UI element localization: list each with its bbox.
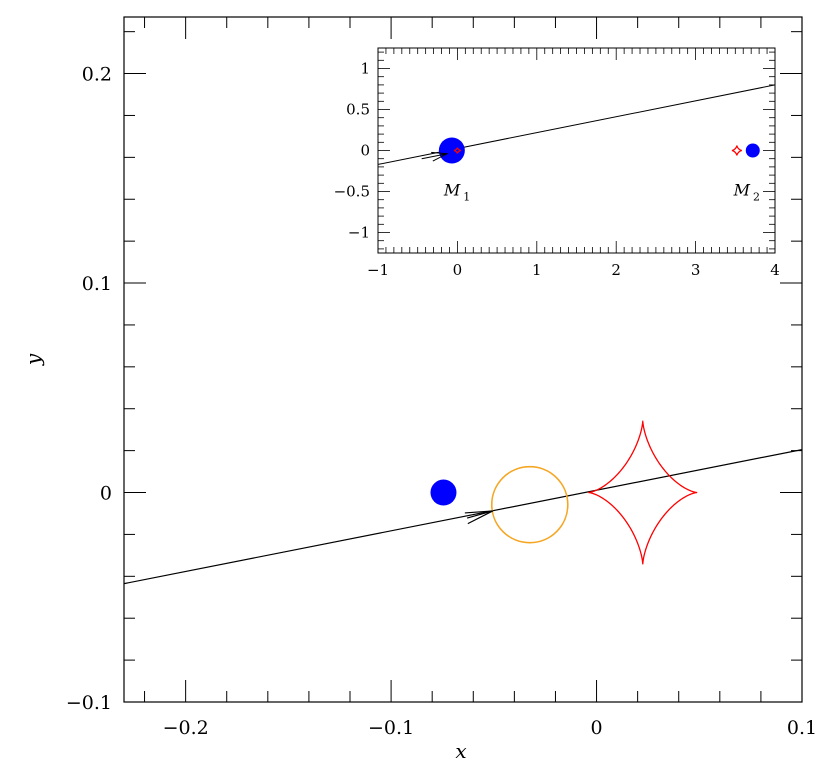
x-tick-label: −0.1 xyxy=(368,717,414,739)
y-tick-label: −0.1 xyxy=(66,692,112,714)
inset-y-tick-label: 0.5 xyxy=(346,101,370,119)
inset-background xyxy=(378,48,775,253)
mass-label-subscript: 2 xyxy=(753,191,760,204)
y-axis-label: y xyxy=(21,353,45,366)
inset-x-tick-label: 1 xyxy=(532,261,542,279)
arrow-head xyxy=(464,510,494,525)
main-data-layer xyxy=(124,420,802,585)
y-tick-label: 0.1 xyxy=(82,273,112,295)
caustic-curve xyxy=(588,420,698,565)
inset-x-tick-label: 3 xyxy=(691,261,701,279)
x-tick-label: 0.1 xyxy=(787,717,817,739)
mass-point-2 xyxy=(745,143,760,158)
inset-y-tick-label: 0 xyxy=(360,142,370,160)
lens-point xyxy=(430,479,457,506)
inset-caustic-1 xyxy=(453,147,461,154)
mass-label-subscript: 1 xyxy=(463,191,470,204)
inset-arrow-shaft xyxy=(421,153,448,160)
inset-x-tick-label: 0 xyxy=(453,261,463,279)
x-tick-label: −0.2 xyxy=(163,717,209,739)
inset-x-tick-label: −1 xyxy=(367,261,389,279)
main-frame xyxy=(123,16,803,703)
y-tick-label: 0 xyxy=(100,483,112,505)
y-tick-label: 0.2 xyxy=(82,64,112,86)
inset-data-layer xyxy=(378,84,775,165)
arrow-shaft xyxy=(466,510,493,519)
inset-y-tick-label: −0.5 xyxy=(334,183,370,201)
x-axis-label: x xyxy=(455,739,466,763)
source-circle xyxy=(490,465,569,544)
inset-x-tick-label: 4 xyxy=(770,261,780,279)
x-tick-label: 0 xyxy=(590,717,602,739)
inset-y-tick-label: −1 xyxy=(348,224,370,242)
inset-caustic-2 xyxy=(731,145,742,156)
trajectory-line xyxy=(124,448,802,585)
main-plot: −0.2 −0.1 0 0.1 −0.1 0 0.1 0.2 x y xyxy=(21,16,817,763)
inset-y-tick-label: 1 xyxy=(360,60,370,78)
mass-point-1 xyxy=(438,137,465,164)
inset-arrow-head xyxy=(431,151,449,162)
inset-x-tick-label: 2 xyxy=(611,261,621,279)
